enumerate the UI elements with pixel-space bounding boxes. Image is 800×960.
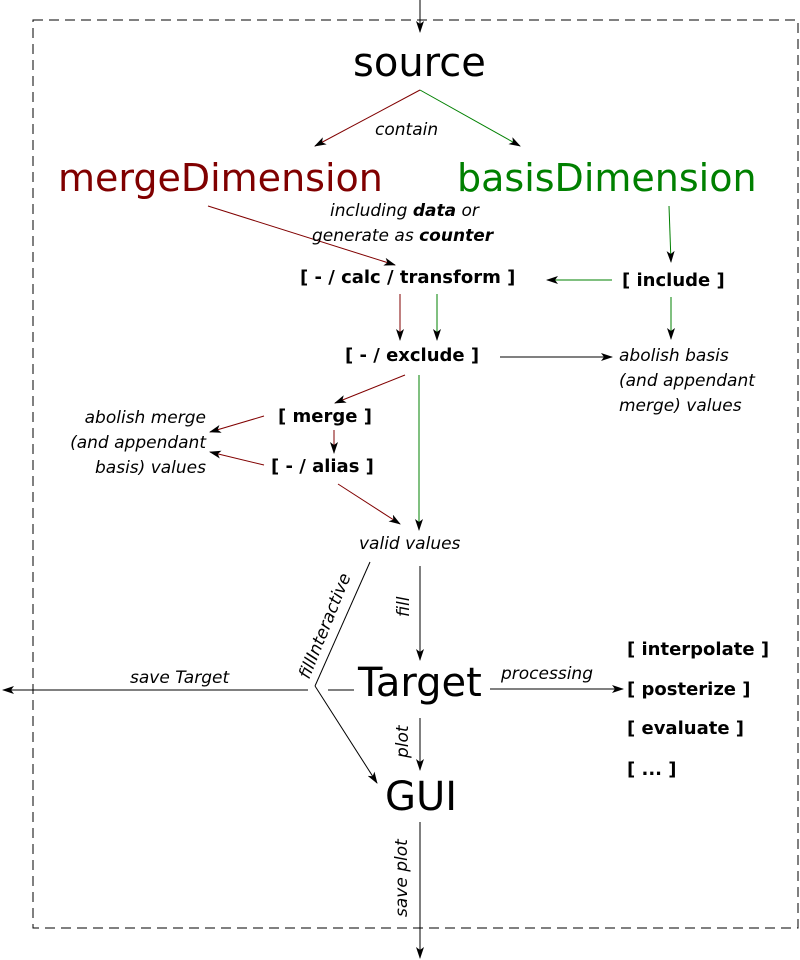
save-plot-label: save plot	[392, 838, 412, 917]
save-target-label: save Target	[130, 668, 230, 688]
interpolate-node: [ interpolate ]	[627, 639, 770, 660]
calc-transform-node: [ - / calc / transform ]	[300, 267, 516, 288]
arrow-basis-include	[666, 205, 675, 263]
target-node: Target	[358, 660, 482, 706]
arrow-fillinteractive-gui	[314, 685, 378, 784]
arrow-alias-abolish	[209, 450, 265, 466]
exclude-node: [ - / exclude ]	[345, 345, 480, 366]
fillinteractive-label: fillInteractive	[295, 571, 356, 682]
arrow-exclude-merge	[334, 374, 406, 404]
contain-label: contain	[375, 120, 439, 140]
plot-label: plot	[393, 724, 413, 759]
arrow-source-basis	[419, 89, 521, 147]
alias-node: [ - / alias ]	[271, 456, 374, 477]
abolish-basis-label: abolish basis (and appendant merge) valu…	[619, 346, 755, 416]
abolish-merge-label: abolish merge (and appendant basis) valu…	[70, 408, 206, 478]
dashed-boundary	[32, 19, 799, 929]
processing-label: processing	[501, 664, 593, 684]
evaluate-node: [ evaluate ]	[627, 718, 745, 739]
ellipsis-node: [ ... ]	[627, 759, 677, 780]
including-label-line1: including data or	[330, 201, 479, 221]
arrow-merge-calc	[207, 205, 396, 266]
include-node: [ include ]	[622, 270, 725, 291]
line-fillinteractive	[314, 561, 371, 687]
including-label-line2: generate as counter	[312, 226, 494, 246]
arrow-merge-abolish	[209, 415, 265, 433]
source-node: source	[353, 40, 486, 86]
gui-node: GUI	[385, 774, 458, 820]
arrow-source-merge	[314, 89, 421, 147]
posterize-node: [ posterize ]	[627, 679, 751, 700]
valid-values-node: valid values	[359, 534, 461, 554]
fill-label: fill	[394, 596, 414, 617]
arrow-alias-valid	[337, 483, 401, 525]
basis-dimension-node: basisDimension	[457, 156, 757, 200]
merge-node: [ merge ]	[278, 406, 372, 427]
merge-dimension-node: mergeDimension	[58, 156, 383, 200]
